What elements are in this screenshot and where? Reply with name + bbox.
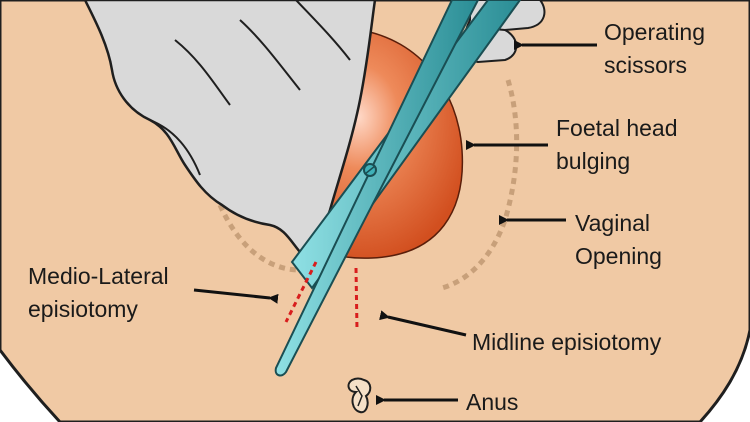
label-operating-scissors-line2: scissors bbox=[604, 52, 688, 78]
label-vaginal-opening-line2: Opening bbox=[575, 243, 662, 269]
anus-inner bbox=[355, 385, 363, 407]
label-vaginal-opening-line1: Vaginal bbox=[575, 210, 651, 236]
midline-incision bbox=[354, 267, 359, 331]
label-foetal-head-line2: bulging bbox=[556, 148, 631, 174]
vaginal-opening-outline-right bbox=[441, 79, 520, 291]
label-vaginal-opening: Vaginal Opening bbox=[575, 207, 662, 273]
label-medio-lateral-episiotomy: Medio-Lateral episiotomy bbox=[28, 260, 169, 326]
medio-lateral-incision bbox=[284, 261, 318, 323]
scissors-blade-front bbox=[274, 0, 480, 377]
anus-shape bbox=[347, 377, 372, 414]
glove-finger-crease-2 bbox=[174, 39, 231, 106]
label-medio-lateral-line2: episiotomy bbox=[28, 296, 138, 322]
arrow-medio-lateral bbox=[193, 288, 279, 304]
label-midline-episiotomy: Midline episiotomy bbox=[472, 329, 662, 355]
glove-finger-crease-1 bbox=[149, 119, 201, 176]
label-medio-lateral-line1: Medio-Lateral bbox=[28, 263, 169, 289]
vaginal-opening-outline bbox=[217, 203, 301, 273]
scissors-pivot-slot bbox=[364, 165, 376, 175]
gloved-hand bbox=[83, 0, 377, 254]
label-foetal-head-line1: Foetal head bbox=[556, 115, 678, 141]
arrow-midline bbox=[379, 310, 467, 337]
label-operating-scissors-line1: Operating bbox=[604, 19, 706, 45]
label-anus: Anus bbox=[466, 389, 519, 415]
label-foetal-head-bulging: Foetal head bulging bbox=[556, 112, 677, 178]
glove-finger-crease-4 bbox=[295, 0, 351, 61]
label-operating-scissors: Operating scissors bbox=[604, 16, 705, 82]
glove-finger-crease-3 bbox=[239, 19, 301, 91]
